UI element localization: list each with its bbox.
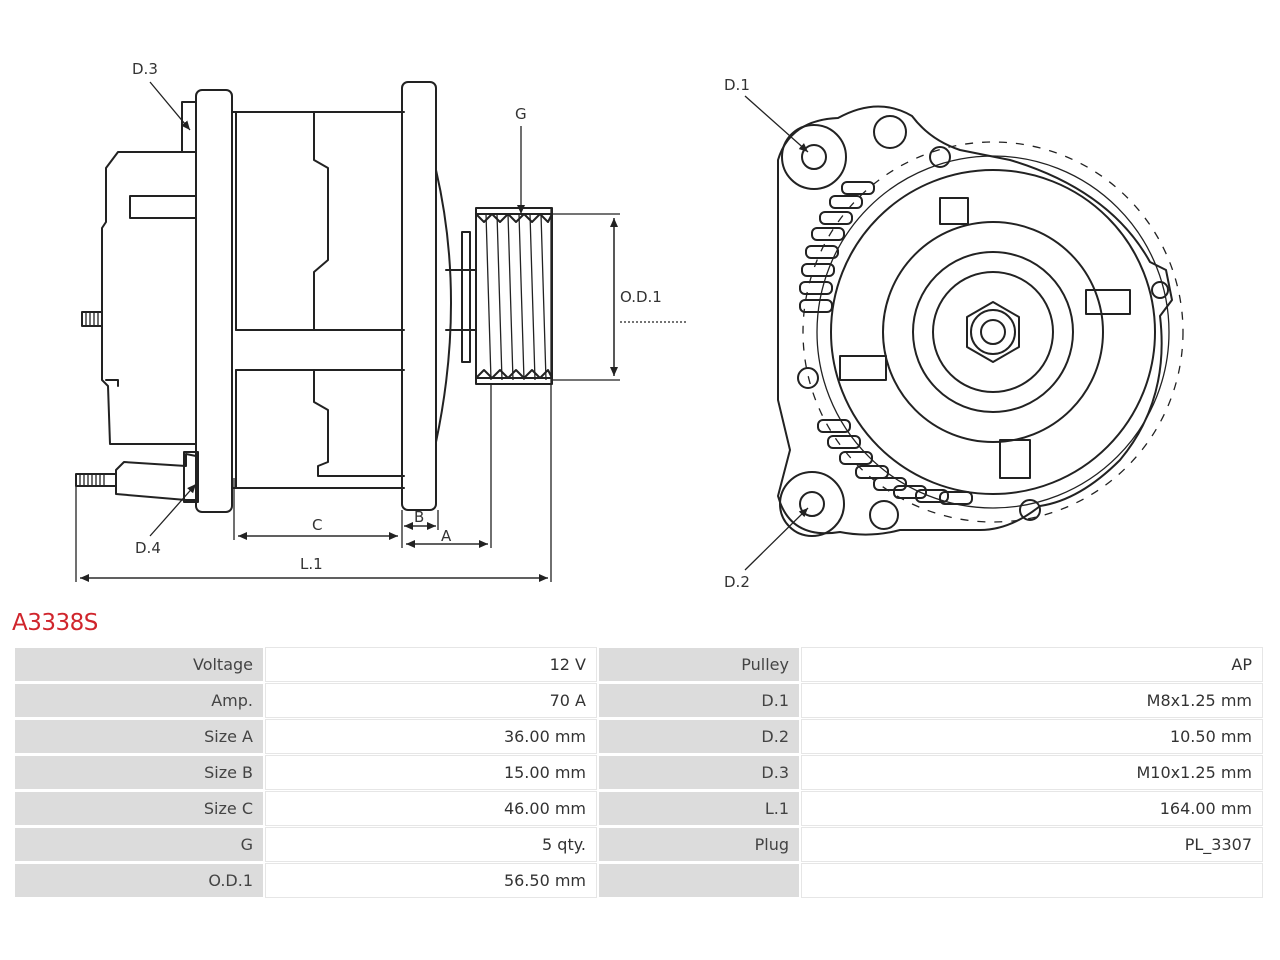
spec-label: Size A — [15, 720, 263, 753]
label-d4: D.4 — [135, 539, 161, 557]
spec-value: PL_3307 — [802, 828, 1262, 861]
spec-label: Voltage — [15, 648, 263, 681]
spec-value: 10.50 mm — [802, 720, 1262, 753]
label-d3: D.3 — [132, 60, 158, 78]
spec-label: Pulley — [599, 648, 799, 681]
spec-value: 36.00 mm — [266, 720, 596, 753]
alternator-side-view: D.3 D.4 G O.D.1 C B A L.1 — [75, 60, 688, 582]
label-l1: L.1 — [300, 555, 323, 573]
spec-value: 56.50 mm — [266, 864, 596, 897]
spec-label: D.1 — [599, 684, 799, 717]
spec-label: D.3 — [599, 756, 799, 789]
spec-value: 164.00 mm — [802, 792, 1262, 825]
spec-value: M10x1.25 mm — [802, 756, 1262, 789]
spec-label: O.D.1 — [15, 864, 263, 897]
pulley-grooves — [475, 207, 553, 385]
label-d2: D.2 — [724, 573, 750, 591]
alternator-technical-drawing: D.3 D.4 G O.D.1 C B A L.1 — [75, 60, 1184, 591]
spec-value: 70 A — [266, 684, 596, 717]
label-c: C — [312, 516, 322, 534]
label-d1: D.1 — [724, 76, 750, 94]
spec-label: G — [15, 828, 263, 861]
spec-label — [599, 864, 799, 897]
spec-value: 15.00 mm — [266, 756, 596, 789]
label-b: B — [414, 508, 424, 526]
spec-value: 12 V — [266, 648, 596, 681]
spec-value — [802, 864, 1262, 897]
spec-label: Amp. — [15, 684, 263, 717]
spec-value: AP — [802, 648, 1262, 681]
spec-value: M8x1.25 mm — [802, 684, 1262, 717]
spec-label: Plug — [599, 828, 799, 861]
label-od1: O.D.1 — [620, 288, 662, 306]
label-a: A — [441, 527, 452, 545]
spec-label: Size C — [15, 792, 263, 825]
spec-label: Size B — [15, 756, 263, 789]
label-g: G — [515, 105, 527, 123]
spec-value: 5 qty. — [266, 828, 596, 861]
alternator-front-view: D.1 D.2 — [724, 76, 1184, 591]
part-number-title: A3338S — [12, 610, 98, 636]
spec-label: L.1 — [599, 792, 799, 825]
spec-value: 46.00 mm — [266, 792, 596, 825]
spec-label: D.2 — [599, 720, 799, 753]
